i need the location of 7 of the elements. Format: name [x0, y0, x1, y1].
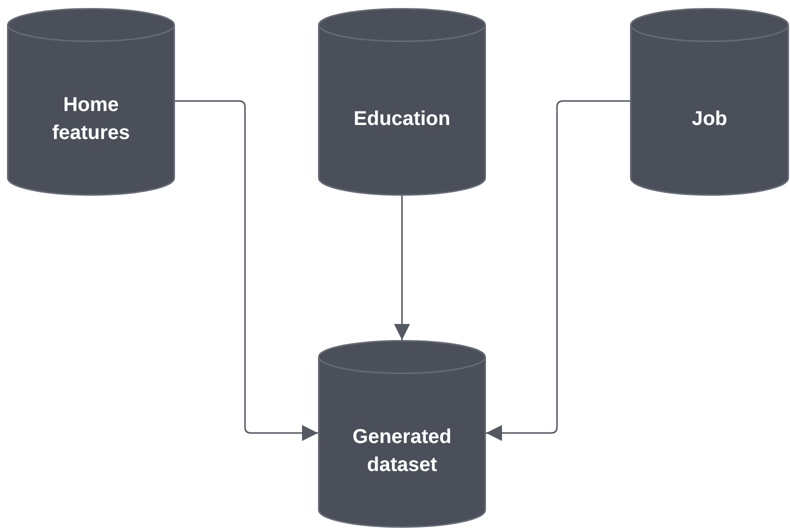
node-label: Education	[354, 106, 450, 132]
arrow	[486, 100, 630, 441]
node-label: Job	[692, 106, 728, 132]
node-label: Generated dataset	[352, 424, 452, 478]
arrow	[175, 100, 318, 441]
node-label: Home features	[51, 92, 131, 146]
arrow	[394, 195, 410, 340]
